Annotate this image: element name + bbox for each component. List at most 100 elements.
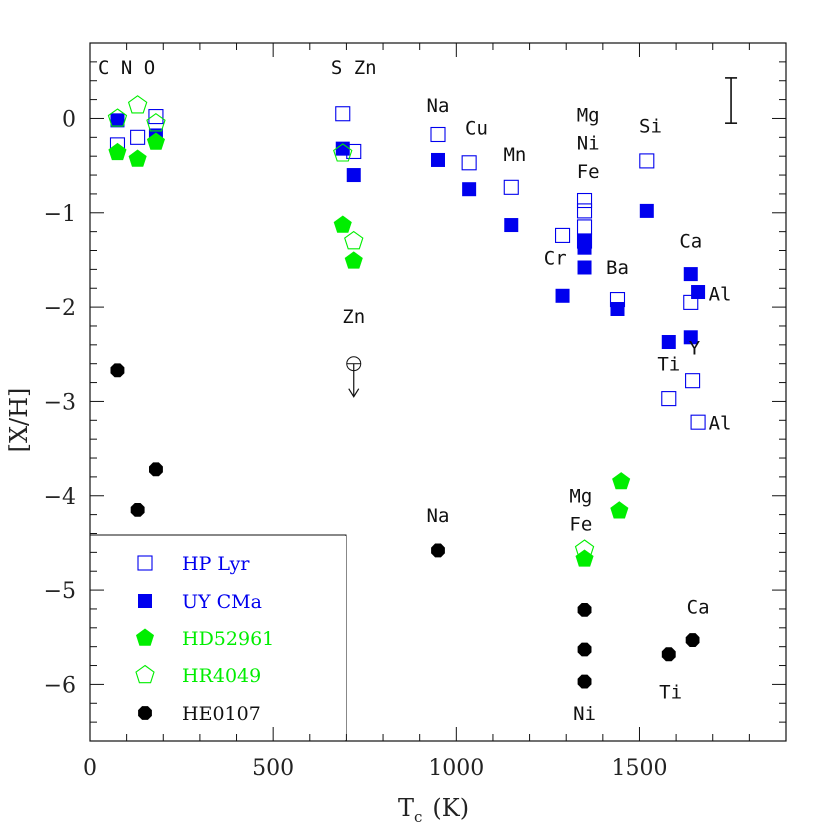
data-point	[333, 215, 352, 233]
data-point	[335, 141, 350, 156]
data-point	[690, 414, 706, 430]
data-point	[555, 288, 570, 303]
legend-label: HE0107	[182, 703, 261, 725]
data-point	[127, 95, 148, 114]
y-tick-label: −6	[44, 673, 76, 698]
data-point	[344, 230, 364, 250]
element-annotation: C N O	[98, 57, 155, 79]
legend-label: HP Lyr	[182, 553, 250, 575]
data-point	[130, 503, 145, 517]
data-point	[346, 168, 361, 183]
data-point	[576, 192, 593, 209]
y-tick-label: −5	[44, 579, 76, 604]
element-annotation: Mg	[577, 104, 600, 126]
data-point	[575, 549, 594, 567]
x-tick-label: 1500	[611, 756, 667, 781]
element-annotation: Ti	[659, 682, 682, 704]
data-point	[661, 335, 676, 350]
element-annotation: Na	[427, 95, 450, 117]
element-annotation: Ca	[679, 231, 702, 253]
element-annotation: Fe	[569, 514, 592, 536]
element-annotation: Si	[639, 116, 662, 138]
legend-marker	[136, 628, 154, 646]
legend-marker	[137, 555, 153, 571]
data-point	[146, 113, 166, 132]
data-point	[691, 285, 706, 300]
data-point	[683, 294, 699, 310]
element-annotation: Al	[709, 284, 732, 306]
data-point	[110, 113, 125, 128]
data-point	[110, 363, 125, 378]
element-annotation: Cr	[544, 248, 567, 270]
data-point	[431, 543, 445, 558]
data-point	[577, 603, 592, 617]
data-point	[149, 462, 163, 477]
y-axis-title: [X/H]	[5, 388, 33, 453]
series-hr4049	[107, 95, 595, 558]
data-point	[107, 108, 128, 127]
data-point	[577, 240, 592, 255]
element-annotation: Y	[689, 337, 701, 359]
data-point	[462, 182, 477, 197]
x-tick-label: 500	[252, 756, 294, 781]
data-point	[108, 142, 127, 161]
data-point	[128, 149, 147, 167]
upper-limit-arrowhead	[348, 388, 360, 398]
data-point	[431, 152, 445, 167]
data-point	[430, 126, 446, 143]
data-point	[612, 472, 631, 490]
data-point	[661, 647, 676, 662]
element-annotation: Ba	[606, 257, 629, 279]
legend-label: UY CMa	[182, 591, 262, 613]
legend-marker	[138, 594, 152, 608]
data-point	[661, 391, 677, 407]
y-tick-label: 0	[62, 107, 76, 132]
data-point	[146, 132, 165, 150]
legend-marker	[135, 664, 155, 684]
element-annotation: Zn	[342, 306, 365, 328]
data-point	[639, 153, 655, 169]
legend-label: HD52961	[182, 628, 274, 650]
data-point	[685, 373, 701, 389]
data-point	[639, 203, 654, 218]
element-annotation: Cu	[465, 117, 488, 139]
element-annotation: Ti	[657, 353, 680, 375]
data-point	[503, 179, 519, 195]
y-tick-label: −2	[44, 296, 76, 321]
y-tick-label: −3	[44, 390, 76, 415]
element-annotation: S Zn	[331, 57, 377, 79]
data-point	[130, 129, 146, 145]
data-point	[683, 267, 698, 282]
x-tick-label: 0	[83, 756, 97, 781]
data-point	[333, 143, 353, 162]
element-annotation: Na	[427, 505, 450, 527]
data-point	[344, 251, 363, 269]
data-point	[610, 501, 629, 519]
element-annotation: Al	[709, 413, 732, 435]
y-tick-label: −1	[44, 202, 76, 227]
data-point	[574, 539, 595, 558]
data-point	[461, 155, 477, 171]
data-point	[335, 106, 351, 122]
x-tick-label: 1000	[428, 756, 484, 781]
data-point	[148, 109, 164, 125]
legend-label: HR4049	[182, 665, 261, 687]
legend-marker	[138, 706, 152, 720]
element-annotation: Fe	[577, 161, 600, 183]
data-point	[685, 633, 700, 647]
x-axis-title: Tc(K)	[398, 794, 469, 826]
data-point	[576, 219, 593, 235]
series-hd52961	[108, 132, 631, 567]
data-point	[504, 218, 519, 233]
series-he0107	[110, 363, 700, 689]
data-point	[577, 642, 592, 657]
element-annotation: Ni	[573, 703, 596, 725]
plot-frame	[89, 42, 787, 742]
legend-background	[91, 536, 346, 740]
data-point	[577, 674, 592, 689]
data-point	[683, 330, 698, 345]
element-annotation: Ca	[687, 597, 710, 619]
element-annotation: Mg	[569, 485, 592, 507]
data-point	[577, 260, 592, 275]
